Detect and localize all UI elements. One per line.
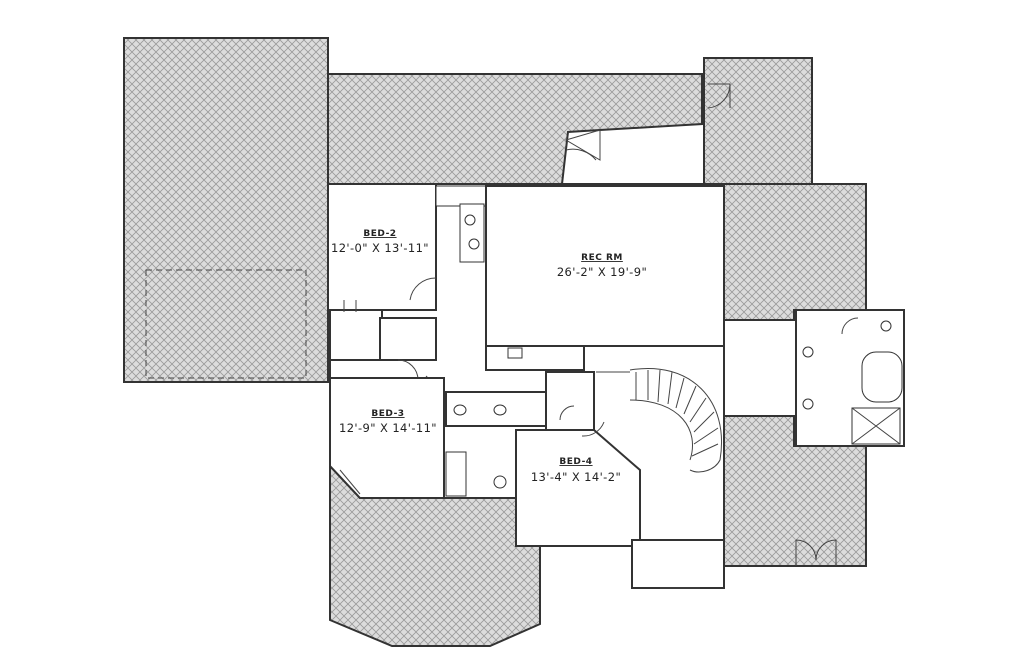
rec-room-name: REC RM	[581, 253, 623, 263]
closet-area-left	[329, 300, 447, 397]
stair-hall	[485, 345, 722, 473]
label-bed-4: BED-4 13'-4" X 14'-2"	[531, 457, 621, 484]
entry-alcove	[631, 539, 725, 589]
bed-4-dims: 13'-4" X 14'-2"	[531, 470, 621, 484]
bed-3-dims: 12'-9" X 14'-11"	[339, 421, 437, 435]
shared-bath	[445, 371, 595, 497]
rec-room	[485, 185, 725, 347]
bed-4-name: BED-4	[559, 457, 592, 467]
label-bed-2: BED-2 12'-0" X 13'-11"	[331, 229, 429, 255]
attic-right	[723, 183, 867, 567]
attic-top-right	[703, 57, 813, 185]
label-rec-room: REC RM 26'-2" X 19'-9"	[557, 253, 647, 279]
bed-2-room	[327, 183, 489, 311]
bed-3-room	[329, 377, 445, 499]
rec-room-dims: 26'-2" X 19'-9"	[557, 265, 647, 279]
bed-2-name: BED-2	[363, 229, 396, 239]
attic-top	[327, 73, 703, 185]
attic-left	[123, 37, 329, 383]
right-bath	[723, 309, 905, 447]
label-bed-3: BED-3 12'-9" X 14'-11"	[339, 409, 437, 435]
bed-3-name: BED-3	[371, 409, 404, 419]
bed-2-dims: 12'-0" X 13'-11"	[331, 241, 429, 255]
